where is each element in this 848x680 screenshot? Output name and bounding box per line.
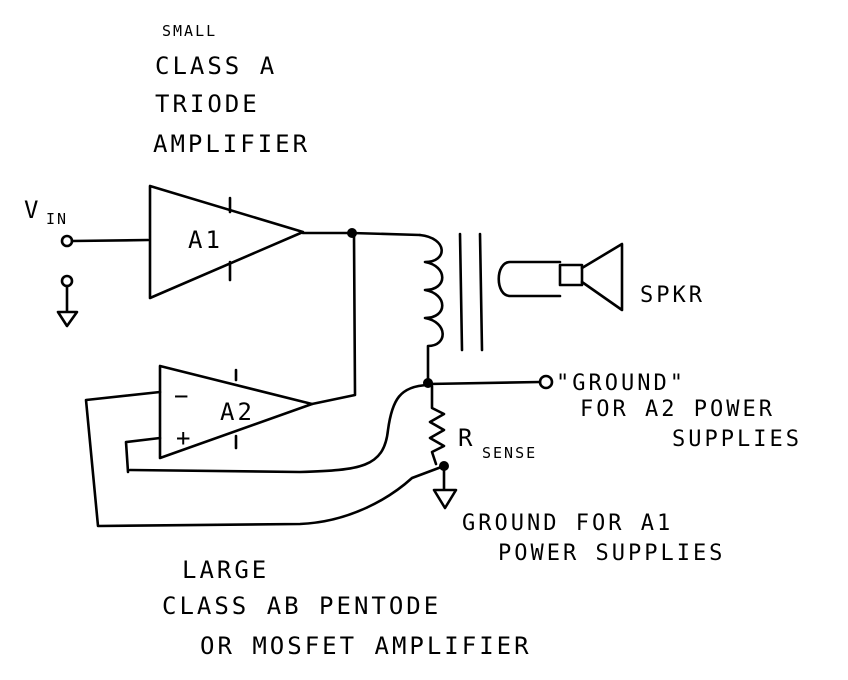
junction-to-a2-plus-wire xyxy=(128,383,430,474)
top-label-line3: TRIODE xyxy=(155,90,260,118)
vin-terminal xyxy=(60,234,74,248)
a1-output-node xyxy=(347,228,357,238)
vin-label: V xyxy=(24,196,41,224)
transformer-core xyxy=(458,232,484,352)
a2-plus-input: + xyxy=(176,424,193,452)
a1-amplifier: A1 xyxy=(148,184,305,300)
a2-label: A2 xyxy=(220,398,255,426)
a1-output-wire xyxy=(301,231,422,237)
transformer-secondary-loop xyxy=(497,260,562,298)
a2-minus-feedback-wire xyxy=(84,390,446,528)
top-label-line4: AMPLIFIER xyxy=(153,130,310,158)
a1-label: A1 xyxy=(188,226,223,254)
vin-subscript: IN xyxy=(46,210,68,228)
a2-ground-line1: "GROUND" xyxy=(556,371,686,396)
a2-ground-line2: FOR A2 POWER xyxy=(580,397,775,422)
spkr-label: SPKR xyxy=(640,283,705,308)
a2-ground-wire xyxy=(426,380,542,386)
speaker-cone xyxy=(580,242,624,312)
a2-ground-terminal xyxy=(538,374,554,390)
vin-ground-symbol xyxy=(56,284,79,328)
bottom-label-line2: CLASS AB PENTODE xyxy=(162,592,441,620)
vin-wire xyxy=(70,238,150,243)
a2-minus-input: − xyxy=(174,382,191,410)
a1-ground-line1: GROUND FOR A1 xyxy=(462,511,673,536)
top-label-line2: CLASS A xyxy=(155,52,277,80)
a1-ground-line2: POWER SUPPLIES xyxy=(498,541,725,566)
bottom-label-line1: LARGE xyxy=(182,556,269,584)
large-class-ab-label: LARGE CLASS AB PENTODE OR MOSFET AMPLIFI… xyxy=(162,556,532,660)
rsense-subscript: SENSE xyxy=(482,444,537,462)
top-label-line1: SMALL xyxy=(162,22,217,40)
vin-ground-terminal xyxy=(60,274,74,288)
rsense-label: R xyxy=(458,424,475,452)
a2-plus-input-wire xyxy=(124,436,162,474)
a1-triangle xyxy=(148,184,305,300)
node-to-a2-output-wire xyxy=(310,233,357,406)
a1-ground-symbol xyxy=(432,468,458,510)
a2-amplifier: A2 − + xyxy=(158,364,314,460)
rsense-resistor xyxy=(428,384,446,466)
speaker-magnet xyxy=(558,263,584,287)
a2-ground-line3: SUPPLIES xyxy=(672,427,802,452)
small-class-a-label: SMALL CLASS A TRIODE AMPLIFIER xyxy=(153,22,310,158)
speaker-icon xyxy=(558,242,624,312)
vin-input: V IN xyxy=(24,196,150,328)
transformer-primary-coil xyxy=(418,233,444,384)
a2-triangle xyxy=(158,364,314,460)
bottom-label-line3: OR MOSFET AMPLIFIER xyxy=(200,632,532,660)
